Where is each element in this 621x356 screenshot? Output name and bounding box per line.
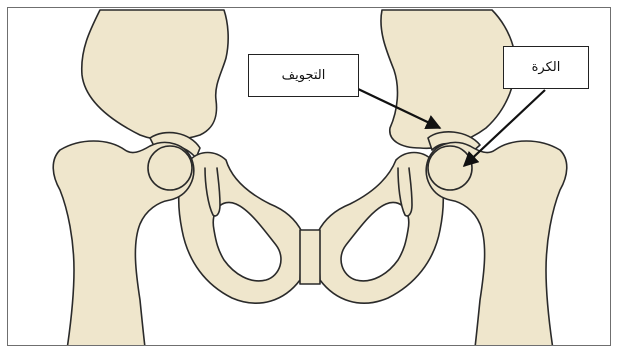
ball-label: الكرة bbox=[503, 46, 589, 89]
pubic-symphysis bbox=[300, 230, 320, 284]
cavity-label: التجويف bbox=[248, 54, 359, 97]
right-ilium bbox=[381, 10, 515, 148]
right-femoral-head bbox=[428, 146, 472, 190]
left-ilium bbox=[82, 10, 228, 140]
left-femoral-head bbox=[148, 146, 192, 190]
